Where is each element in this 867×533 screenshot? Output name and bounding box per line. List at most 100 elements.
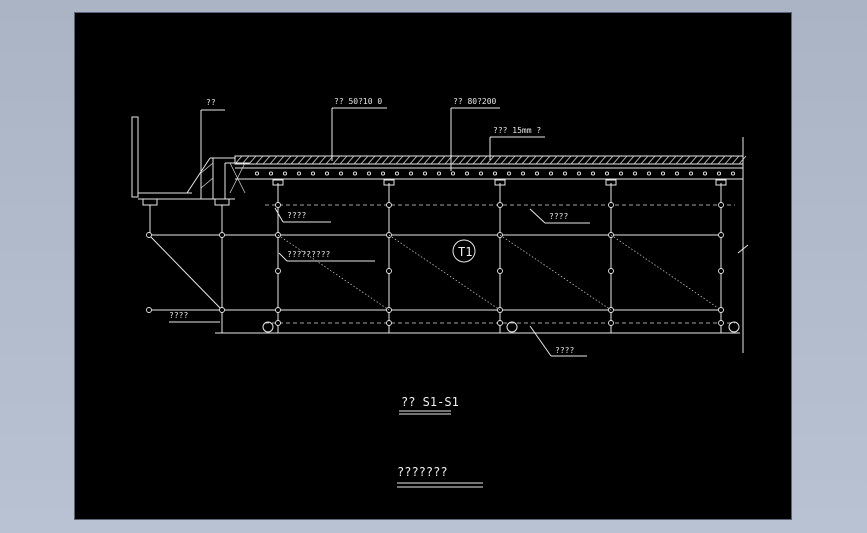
label-top-mid: ?? 50?10 0: [334, 97, 382, 106]
beam-node: [310, 171, 316, 176]
beam-node: [660, 171, 666, 176]
post-joint: [275, 307, 281, 313]
label-top-right: ?? 80?200: [453, 97, 497, 106]
post-joint: [275, 320, 281, 326]
beam-node: [394, 171, 400, 176]
beam-node: [618, 171, 624, 176]
slab-hatch-line: [374, 155, 383, 165]
slab-hatch-line: [458, 155, 467, 165]
post-joint: [146, 232, 152, 238]
slab-hatch-line: [304, 155, 313, 165]
post-joint: [219, 307, 225, 313]
beam-node: [478, 171, 484, 176]
drawing-title: ???????: [397, 465, 448, 479]
slab-hatch-line: [360, 155, 369, 165]
post-joint: [219, 232, 225, 238]
post-head: [605, 179, 617, 186]
section-drawing: T1 ?? ?? 50?10 0 ?? 80?200 ??? 15mm ? ??…: [131, 97, 749, 488]
slab-hatch-line: [556, 155, 565, 165]
slab-hatch-line: [234, 155, 243, 165]
slab-hatch-line: [514, 155, 523, 165]
slab-hatch-line: [269, 155, 278, 165]
left-wall: [131, 116, 250, 218]
beam-node: [702, 171, 708, 176]
beam-node: [408, 171, 414, 176]
slab-hatch-line: [297, 155, 306, 165]
slab-hatch-line: [682, 155, 691, 165]
slab-hatch-line: [430, 155, 439, 165]
post-joint: [718, 268, 724, 274]
beam-node: [646, 171, 652, 176]
beam-node: [590, 171, 596, 176]
beam-node: [688, 171, 694, 176]
slab-hatch-line: [689, 155, 698, 165]
diagonal-brace: [499, 234, 612, 311]
slab-hatch-line: [605, 155, 614, 165]
label-board: ??? 15mm ?: [493, 126, 541, 135]
slab-hatch-line: [619, 155, 628, 165]
label-left-diag: ?????????: [287, 250, 331, 259]
post-joint: [146, 307, 152, 313]
diagonal-brace: [388, 234, 501, 311]
beam-node: [548, 171, 554, 176]
label-right-bottom: ????: [555, 346, 574, 355]
post-base-wheel: [728, 321, 740, 333]
post-joint: [497, 268, 503, 274]
slab-hatch-line: [381, 155, 390, 165]
slab-hatch-line: [290, 155, 299, 165]
post-joint: [275, 202, 281, 208]
slab-hatch-line: [584, 155, 593, 165]
slab-hatch-line: [276, 155, 285, 165]
beam-node: [296, 171, 302, 176]
slab-hatch-line: [353, 155, 362, 165]
label-left-bottom: ????: [169, 311, 188, 320]
post-joint: [718, 202, 724, 208]
slab-hatch-line: [591, 155, 600, 165]
slab-hatch-line: [654, 155, 663, 165]
slab-hatch-line: [388, 155, 397, 165]
slab-hatch-line: [563, 155, 572, 165]
slab-hatch-line: [493, 155, 502, 165]
slab-hatch-line: [437, 155, 446, 165]
beam-node: [422, 171, 428, 176]
beam-node: [604, 171, 610, 176]
post-head: [272, 179, 284, 186]
slab-hatch-line: [535, 155, 544, 165]
beam-node: [324, 171, 330, 176]
post-joint: [608, 202, 614, 208]
beam-node: [632, 171, 638, 176]
slab-hatch-line: [542, 155, 551, 165]
slab-hatch-line: [661, 155, 670, 165]
slab-hatch-line: [318, 155, 327, 165]
slab-hatch-line: [423, 155, 432, 165]
slab-hatch-line: [465, 155, 474, 165]
slab-hatch-line: [647, 155, 656, 165]
slab-hatch-line: [577, 155, 586, 165]
slab-hatch-line: [668, 155, 677, 165]
beam-node: [534, 171, 540, 176]
slab-hatch-line: [633, 155, 642, 165]
beam-node: [674, 171, 680, 176]
slab-hatch-line: [311, 155, 320, 165]
slab-hatch-line: [612, 155, 621, 165]
post-joint: [497, 320, 503, 326]
beam-node: [576, 171, 582, 176]
post-head: [383, 179, 395, 186]
section-tag-circle: T1: [452, 239, 476, 263]
post-joint: [386, 320, 392, 326]
label-top-left: ??: [206, 98, 216, 107]
diagonal-brace: [277, 234, 390, 311]
beam-node: [380, 171, 386, 176]
slab-hatch-line: [500, 155, 509, 165]
slab-hatch-line: [696, 155, 705, 165]
slab-hatch-line: [731, 155, 740, 165]
slab-hatch-line: [521, 155, 530, 165]
post-joint: [275, 268, 281, 274]
beam-node: [436, 171, 442, 176]
slab-hatch-line: [395, 155, 404, 165]
slab-hatch-line: [451, 155, 460, 165]
leader-lines: [169, 107, 590, 357]
beam-node: [520, 171, 526, 176]
beam-node: [282, 171, 288, 176]
slab-hatch-line: [710, 155, 719, 165]
